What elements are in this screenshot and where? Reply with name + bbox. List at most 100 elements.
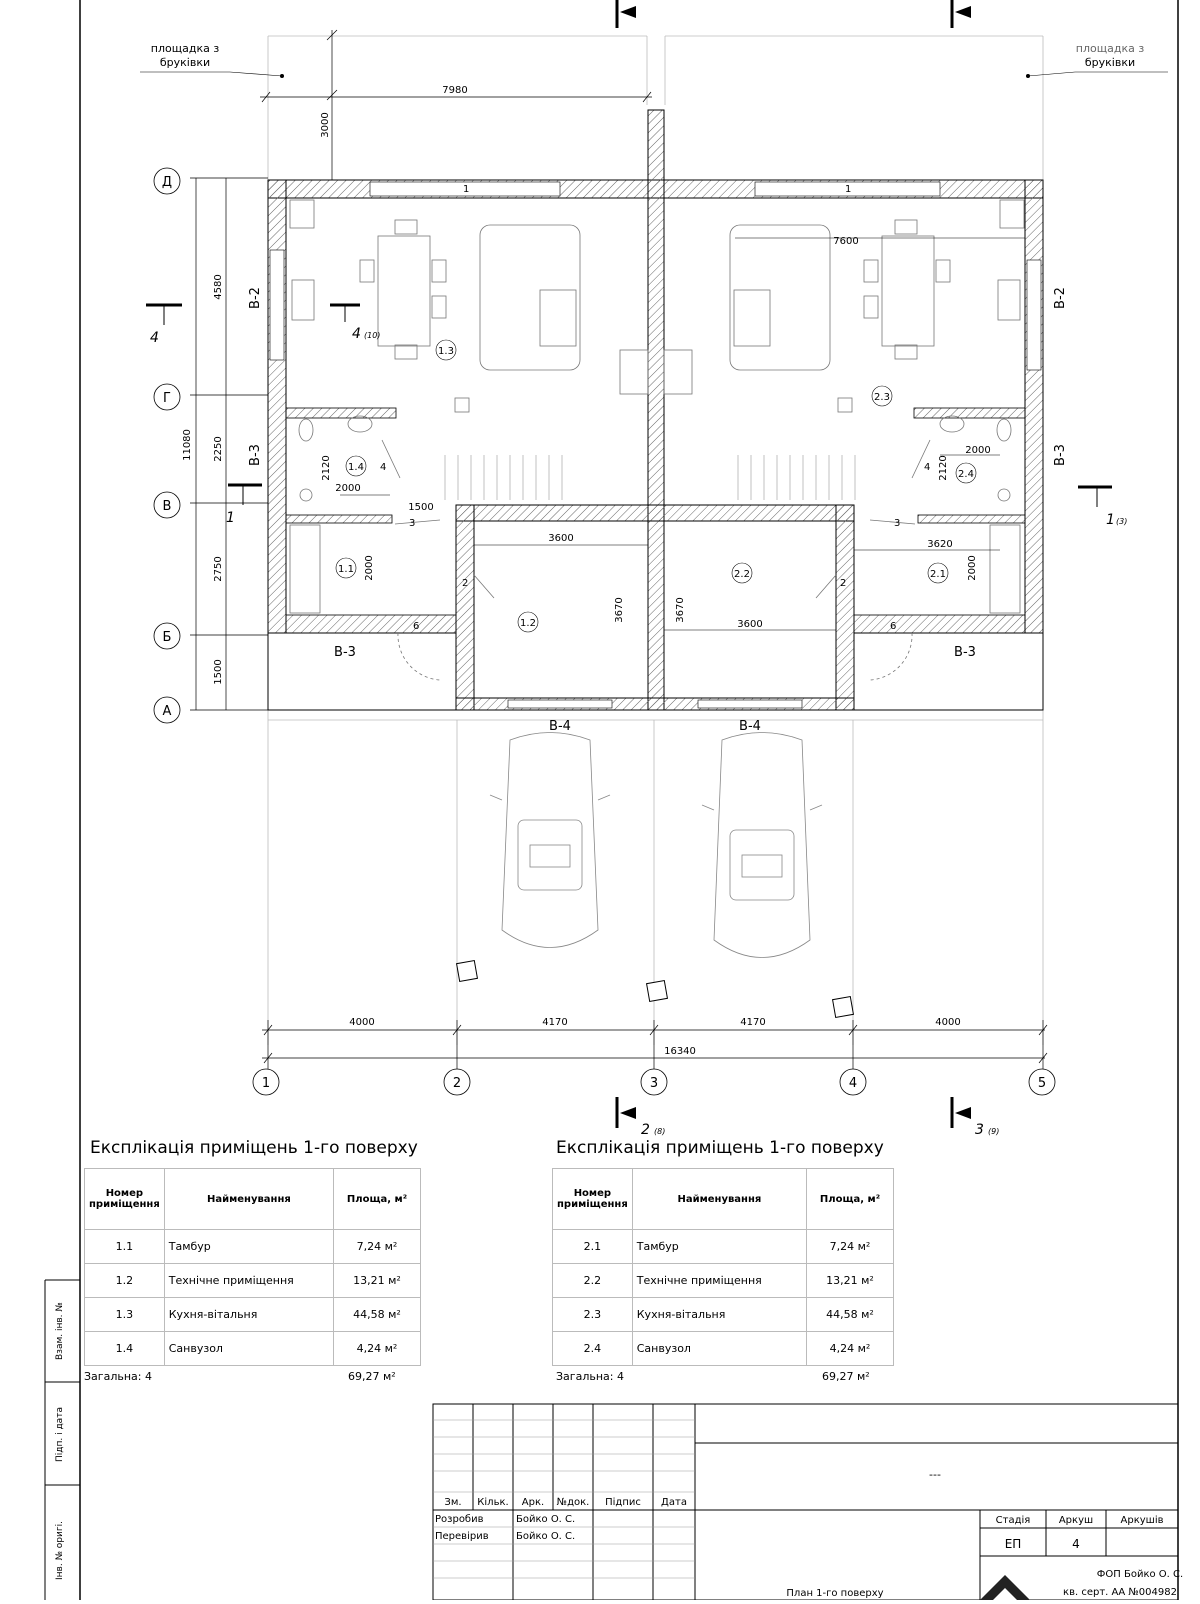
axis-letter: Д xyxy=(162,175,172,190)
dim-inner: 3620 xyxy=(927,539,952,550)
stage-header: Стадія xyxy=(996,1514,1031,1526)
door-mark: 6 xyxy=(413,621,419,632)
dim-inner: 2000 xyxy=(335,483,360,494)
dim-inner: 3600 xyxy=(737,619,762,630)
section-number: 1 xyxy=(226,510,235,526)
room-id: 2.3 xyxy=(552,1297,633,1332)
drawing-title: План 1-го поверху xyxy=(786,1588,883,1599)
dim-2250: 2250 xyxy=(213,436,224,461)
section-number: 3 xyxy=(975,1122,984,1138)
room-area: 4,24 м² xyxy=(333,1331,421,1366)
section-ref: (9) xyxy=(988,1127,999,1136)
columns xyxy=(455,959,855,1019)
dim-bottom: 4000 xyxy=(349,1017,374,1028)
dim-total: 16340 xyxy=(664,1046,696,1057)
room-number: 1.2 xyxy=(520,618,536,629)
axis-number: 5 xyxy=(1038,1076,1046,1091)
room-area: 7,24 м² xyxy=(806,1229,894,1264)
side-label: Взам. інв. № xyxy=(55,1302,65,1360)
view-label: В-3 xyxy=(248,444,263,466)
dim-inner: 2000 xyxy=(967,555,978,580)
axis-letter: Г xyxy=(163,391,171,406)
section-marker-4-inner: 4 (10) xyxy=(330,303,380,342)
section-marker-2-bottom: 2 (8) xyxy=(615,1097,665,1138)
header-number: Номер приміщення xyxy=(84,1168,165,1230)
stamp-header: №док. xyxy=(557,1497,590,1508)
furniture-right xyxy=(663,199,1025,413)
stamp-header: Підпис xyxy=(605,1496,641,1508)
role-label: Розробив xyxy=(435,1514,484,1525)
dim-bottom: 4170 xyxy=(542,1017,567,1028)
door-mark: 1 xyxy=(845,184,851,195)
header-name: Найменування xyxy=(163,1168,335,1230)
dim-7600: 7600 xyxy=(833,236,858,247)
section-number: 2 xyxy=(641,1122,650,1138)
side-label: Підп. і дата xyxy=(55,1407,65,1462)
explication-title-left: Експлікація приміщень 1-го поверху xyxy=(90,1138,418,1158)
room-number: 2.2 xyxy=(734,569,750,580)
dim-inner: 1500 xyxy=(408,502,433,513)
axis-letter: Б xyxy=(163,630,172,645)
room-name: Кухня-вітальня xyxy=(631,1297,808,1332)
axis-letter: А xyxy=(163,704,172,719)
section-marker-4: 4 xyxy=(146,303,182,346)
room-number: 2.4 xyxy=(958,469,974,480)
axis-letters: Д Г В Б А xyxy=(153,167,181,724)
section-marker-1-left: 1 xyxy=(226,483,262,526)
dimensions-left xyxy=(190,177,268,711)
paving-text-2: бруківки xyxy=(160,56,210,69)
explication-title-right: Експлікація приміщень 1-го поверху xyxy=(556,1138,884,1158)
room-id: 1.3 xyxy=(84,1297,165,1332)
view-label: В-3 xyxy=(1053,444,1068,466)
axis-number: 1 xyxy=(262,1076,270,1091)
room-markers: 1.1 1.2 1.3 1.4 2.1 2.2 2.3 2.4 xyxy=(335,339,977,633)
view-label: В-4 xyxy=(549,719,571,734)
door-mark: 3 xyxy=(409,518,415,529)
room-number: 1.4 xyxy=(348,462,364,473)
room-name: Тамбур xyxy=(163,1229,335,1264)
room-name: Санвузол xyxy=(631,1331,808,1366)
door-mark: 4 xyxy=(380,462,386,473)
section-ref: (8) xyxy=(654,1127,665,1136)
header-name: Найменування xyxy=(631,1168,808,1230)
section-mark-top-3 xyxy=(950,0,971,28)
axis-number: 3 xyxy=(650,1076,658,1091)
axis-numbers: 1 2 3 4 5 xyxy=(252,1068,1056,1096)
room-name: Технічне приміщення xyxy=(631,1263,808,1298)
room-id: 2.2 xyxy=(552,1263,633,1298)
explication-table-left: Номер приміщення Найменування Площа, м² … xyxy=(84,1168,421,1366)
stamp-header: Арк. xyxy=(522,1497,544,1508)
stage-value: ЕП xyxy=(1005,1537,1022,1551)
dim-2750: 2750 xyxy=(213,556,224,581)
paving-label-left: площадка з бруківки xyxy=(140,42,284,78)
title-block-rows xyxy=(433,1419,695,1579)
section-marker-3-bottom: 3 (9) xyxy=(950,1097,999,1138)
view-label: В-3 xyxy=(334,645,356,660)
door-mark: 4 xyxy=(924,462,930,473)
room-number: 1.1 xyxy=(338,564,354,575)
room-area: 44,58 м² xyxy=(806,1297,894,1332)
dim-inner: 2120 xyxy=(321,455,332,480)
door-marks: 1 1 2 2 3 3 4 4 6 6 xyxy=(380,184,930,632)
dim-4580: 4580 xyxy=(213,274,224,299)
total-label-left: Загальна: 4 xyxy=(84,1370,152,1383)
dim-1500: 1500 xyxy=(213,659,224,684)
door-mark: 2 xyxy=(840,578,846,589)
sheet-value: 4 xyxy=(1072,1537,1080,1551)
header-area: Площа, м² xyxy=(806,1168,894,1230)
section-number: 4 xyxy=(150,330,159,346)
car-right-icon xyxy=(701,732,823,958)
door-mark: 2 xyxy=(462,578,468,589)
project-name: --- xyxy=(929,1468,941,1481)
sheet-header: Аркуш xyxy=(1059,1515,1093,1526)
room-area: 13,21 м² xyxy=(333,1263,421,1298)
door-mark: 6 xyxy=(890,621,896,632)
explication-table-right: Номер приміщення Найменування Площа, м² … xyxy=(552,1168,894,1366)
room-name: Технічне приміщення xyxy=(163,1263,335,1298)
door-mark: 3 xyxy=(894,518,900,529)
